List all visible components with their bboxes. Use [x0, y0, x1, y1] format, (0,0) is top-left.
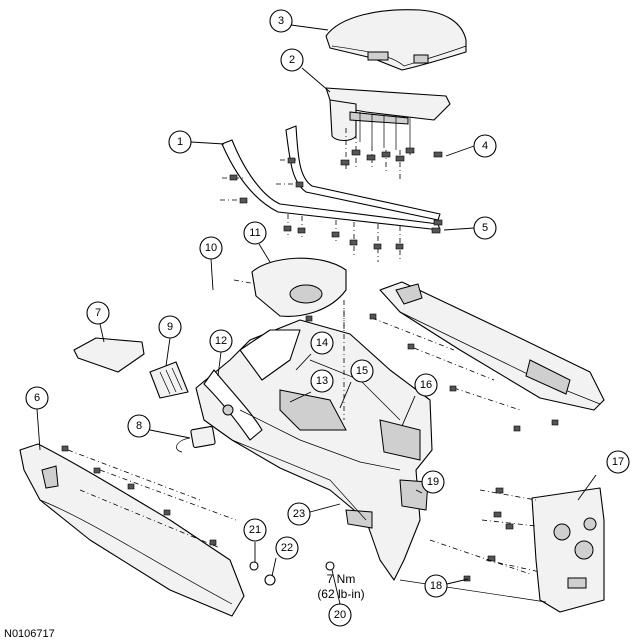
torque-spec-lbin: (62 lb-in) — [317, 587, 364, 601]
torque-spec-nm: 7 Nm — [327, 572, 356, 586]
svg-text:11: 11 — [249, 227, 260, 239]
callout-3: 3 — [269, 9, 293, 33]
callout-8: 8 — [127, 414, 151, 438]
storage-mat — [73, 337, 145, 373]
svg-text:18: 18 — [430, 580, 442, 592]
callout-2: 2 — [280, 48, 304, 72]
strip-fasteners — [283, 214, 441, 262]
figure-id: N0106717 — [4, 628, 55, 640]
svg-text:23: 23 — [293, 508, 305, 520]
callout-7: 7 — [86, 301, 110, 325]
callout-20: 20 — [328, 603, 352, 627]
svg-text:10: 10 — [205, 242, 217, 254]
armrest-lid — [325, 9, 467, 71]
console-trim-strip-left — [220, 125, 443, 231]
svg-text:9: 9 — [167, 321, 173, 333]
callout-15: 15 — [350, 359, 374, 383]
svg-text:4: 4 — [482, 140, 488, 152]
callout-12: 12 — [209, 329, 233, 353]
svg-text:7: 7 — [95, 307, 101, 319]
callout-19: 19 — [421, 470, 445, 494]
svg-text:17: 17 — [612, 456, 624, 468]
callout-6: 6 — [25, 386, 49, 410]
svg-text:8: 8 — [136, 420, 142, 432]
callout-17: 17 — [606, 450, 630, 474]
svg-text:20: 20 — [334, 609, 346, 621]
callout-10: 10 — [199, 236, 223, 260]
console-side-panel-right — [369, 281, 605, 432]
callout-18: 18 — [424, 574, 448, 598]
svg-text:1: 1 — [177, 136, 183, 148]
armrest-bin — [325, 87, 451, 150]
callout-22: 22 — [275, 536, 299, 560]
svg-text:19: 19 — [427, 476, 439, 488]
svg-text:3: 3 — [278, 15, 284, 27]
console-switch — [176, 425, 216, 453]
leader-lines — [36, 24, 597, 605]
lower-fasteners — [249, 561, 335, 586]
callout-14: 14 — [310, 331, 334, 355]
svg-text:6: 6 — [34, 392, 40, 404]
svg-text:16: 16 — [420, 379, 432, 391]
svg-text:5: 5 — [482, 222, 488, 234]
callout-23: 23 — [287, 502, 311, 526]
lower-trim-edge — [399, 539, 547, 603]
callout-13: 13 — [310, 369, 334, 393]
callout-5: 5 — [473, 216, 497, 240]
callout-11: 11 — [243, 221, 267, 245]
callout-4: 4 — [473, 134, 497, 158]
callout-9: 9 — [158, 315, 182, 339]
svg-text:2: 2 — [289, 54, 295, 66]
switch-bracket — [149, 361, 189, 399]
svg-text:12: 12 — [215, 335, 227, 347]
callout-21: 21 — [243, 518, 267, 542]
callout-16: 16 — [414, 373, 438, 397]
svg-text:15: 15 — [356, 365, 368, 377]
bin-fasteners — [340, 128, 443, 180]
floor-console-body — [195, 310, 433, 581]
console-rear-panel — [479, 487, 605, 613]
callout-1: 1 — [168, 130, 192, 154]
svg-text:14: 14 — [316, 337, 328, 349]
console-side-panel-left — [19, 443, 245, 617]
svg-text:13: 13 — [316, 375, 328, 387]
svg-text:21: 21 — [249, 524, 261, 536]
shifter-bezel — [233, 257, 347, 330]
svg-text:22: 22 — [281, 542, 293, 554]
